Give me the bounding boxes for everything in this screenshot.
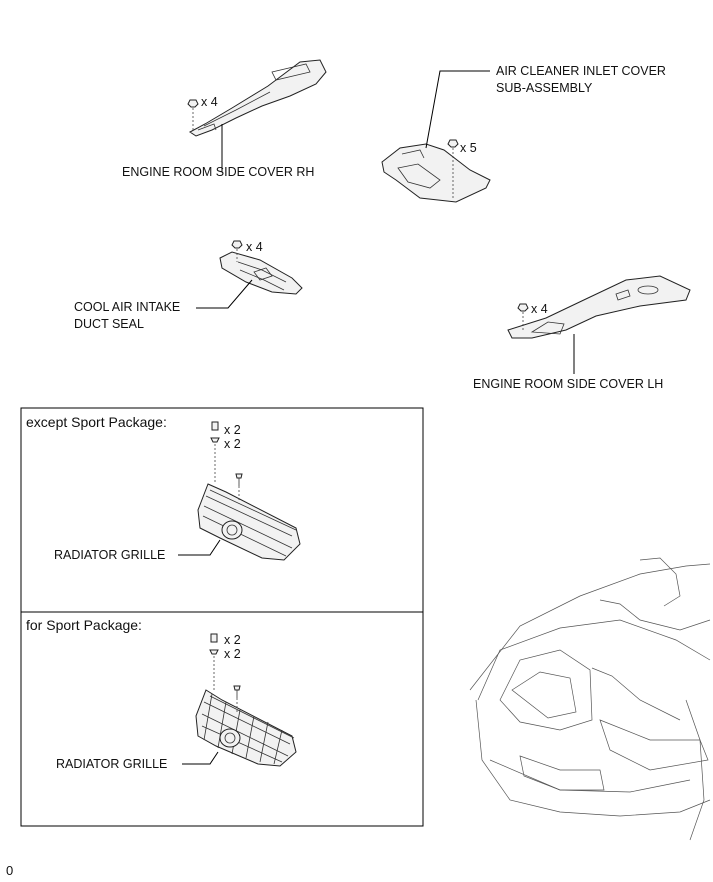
leader-line — [178, 539, 221, 556]
duct-seal-drawing — [219, 251, 303, 295]
qty-rh-clips: x 4 — [201, 95, 218, 109]
qty-sport-a: x 2 — [224, 633, 241, 647]
vehicle-location-sketch — [469, 557, 711, 841]
label-duct-seal-line2: DUCT SEAL — [74, 317, 144, 331]
label-radiator-grille-sport: RADIATOR GRILLE — [56, 757, 168, 771]
clip-icon — [231, 240, 243, 262]
leader-line — [182, 751, 219, 765]
clip-icon — [210, 421, 220, 484]
qty-duct-clips: x 4 — [246, 240, 263, 254]
screw-icon — [235, 473, 243, 500]
clip-icon — [517, 303, 529, 332]
qty-except-sport-a: x 2 — [224, 423, 241, 437]
clip-icon — [209, 633, 219, 690]
qty-sport-b: x 2 — [224, 647, 241, 661]
label-inlet-cover-line1: AIR CLEANER INLET COVER — [496, 64, 666, 78]
leader-line — [196, 279, 253, 309]
qty-except-sport-b: x 2 — [224, 437, 241, 451]
radiator-grille-sport-drawing — [195, 689, 297, 767]
leader-line — [425, 70, 490, 149]
clip-icon — [447, 139, 459, 200]
corner-mark: 0 — [6, 863, 14, 878]
label-radiator-grille-standard: RADIATOR GRILLE — [54, 548, 166, 562]
variant-box — [20, 407, 424, 827]
qty-inlet-clips: x 5 — [460, 141, 477, 155]
label-side-cover-rh: ENGINE ROOM SIDE COVER RH — [122, 165, 315, 179]
panel-title-except-sport: except Sport Package: — [26, 414, 167, 430]
clip-icon — [187, 99, 199, 130]
label-inlet-cover-line2: SUB-ASSEMBLY — [496, 81, 593, 95]
side-cover-rh-drawing — [189, 59, 327, 137]
radiator-grille-standard-drawing — [197, 483, 301, 561]
screw-icon — [233, 685, 241, 712]
label-duct-seal-line1: COOL AIR INTAKE — [74, 300, 181, 314]
label-side-cover-lh: ENGINE ROOM SIDE COVER LH — [473, 377, 664, 391]
qty-lh-clips: x 4 — [531, 302, 548, 316]
panel-title-sport: for Sport Package: — [26, 617, 142, 633]
side-cover-lh-drawing — [507, 275, 691, 339]
inlet-cover-drawing — [381, 143, 491, 203]
